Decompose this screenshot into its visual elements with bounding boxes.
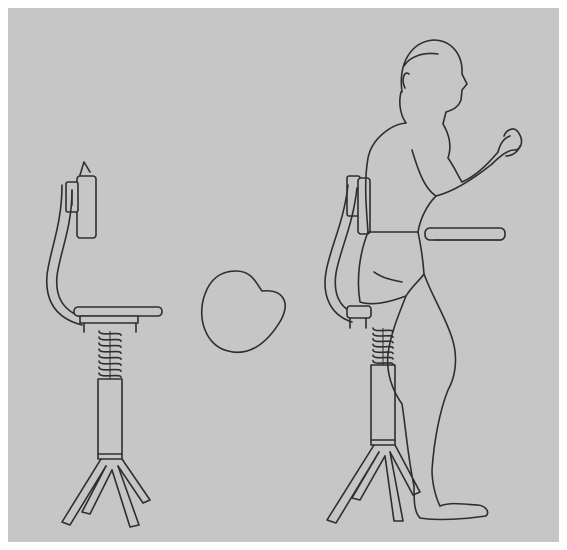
table-edge [425,228,505,240]
paper-background [8,8,559,542]
height-adjust-tube [98,379,122,459]
